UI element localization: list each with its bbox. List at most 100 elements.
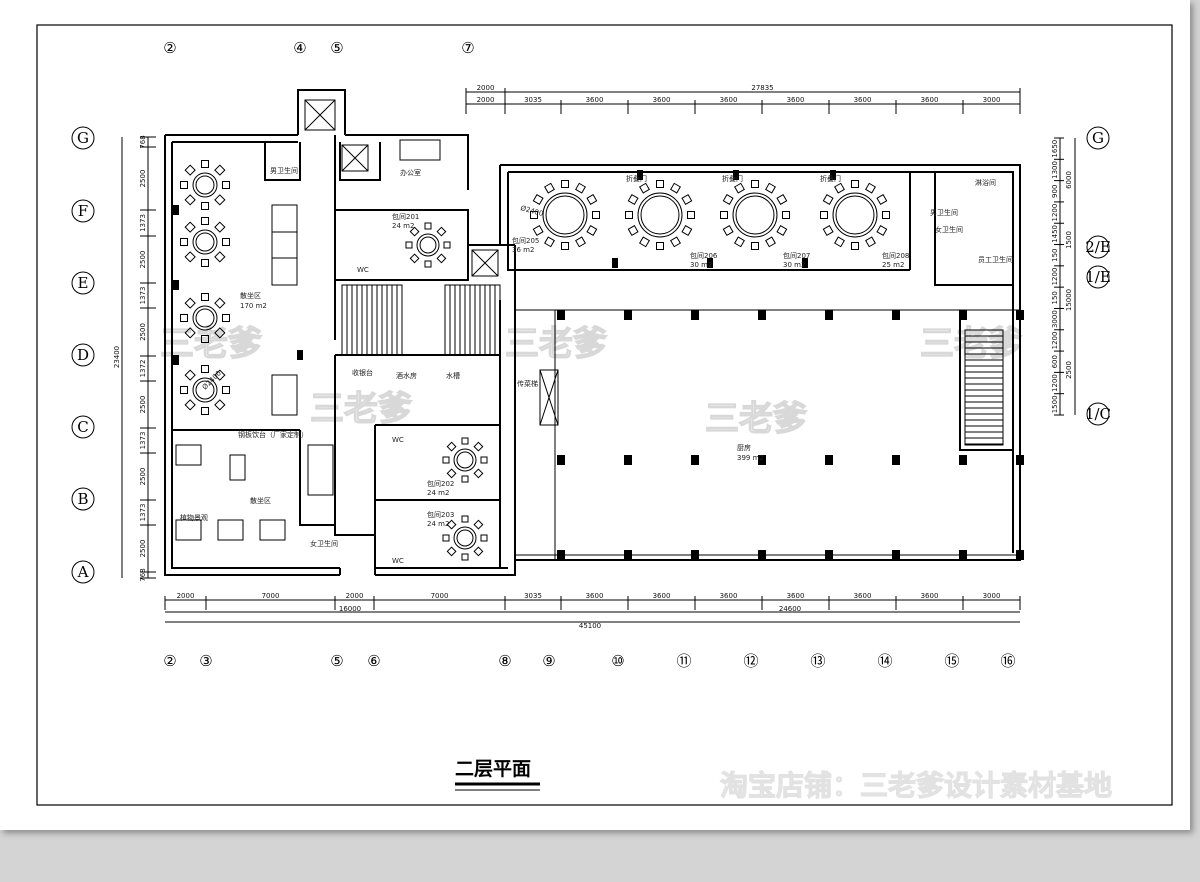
label-room203-area: 24 m2 [427, 520, 449, 528]
dimension-label: 2500 [139, 170, 147, 188]
dimension-label: 2500 [139, 396, 147, 414]
chair [442, 534, 450, 542]
label-mens-wc: 男卫生间 [270, 166, 298, 175]
chair [184, 297, 196, 309]
chair [473, 468, 484, 479]
chair [180, 386, 188, 394]
grid-bubble: ⑯ [1000, 652, 1015, 670]
grid-label: ③ [199, 652, 212, 670]
dimension-label: 1373 [139, 432, 147, 450]
chair [184, 327, 196, 339]
chair [214, 369, 226, 381]
grid-bubble: 2/E [1085, 235, 1111, 259]
dimension-label: 3600 [787, 96, 805, 104]
grid-bubble: F [71, 199, 95, 223]
dimension-label: 1200 [1051, 204, 1059, 222]
chair [776, 194, 788, 205]
grid-label: ④ [293, 39, 306, 57]
dimension-label: 1372 [139, 360, 147, 378]
label-seating-2: 散坐区 [250, 496, 271, 505]
label-wc: WC [357, 266, 369, 274]
staircase [964, 329, 1004, 446]
column [830, 170, 836, 180]
chair [473, 441, 484, 452]
label-cashier: 收银台 [352, 368, 373, 377]
dimension-label: 2500 [1065, 361, 1073, 379]
grid-bubble: ⑤ [330, 652, 343, 670]
label-room205: 包间205 [512, 236, 539, 245]
chair [473, 519, 484, 530]
round-table [180, 293, 230, 343]
chair [201, 202, 209, 210]
chair [834, 236, 845, 248]
dimension-label: 2500 [139, 468, 147, 486]
dimension-label: 150 [1051, 249, 1059, 262]
chair [834, 182, 845, 194]
column [825, 310, 833, 320]
label-room207: 包间207 [783, 251, 810, 260]
chair [461, 437, 469, 445]
chair [461, 515, 469, 523]
chair [473, 546, 484, 557]
label-bar: 酒水房 [396, 371, 417, 380]
chair [201, 407, 209, 415]
structural-columns [173, 170, 1024, 560]
watermark: 三老爹 [310, 389, 412, 429]
grid-bubble: 1/E [1085, 265, 1111, 289]
dimension-label: 2000 [346, 592, 364, 600]
column [612, 258, 618, 268]
column [959, 455, 967, 465]
label-seating-main: 散坐区 [240, 291, 261, 300]
chair [222, 386, 230, 394]
dimension-label: 1500 [1065, 231, 1073, 249]
dimension-label: 1200 [1051, 374, 1059, 392]
dimension-label: 3600 [720, 592, 738, 600]
chair [586, 194, 598, 205]
column [1016, 550, 1024, 560]
grid-bubble: A [71, 560, 95, 584]
dimension-label: 600 [1051, 355, 1059, 368]
dimension-label: 3000 [1051, 310, 1059, 328]
watermark: 三老爹 [705, 399, 807, 439]
chair [480, 456, 488, 464]
dimension-label: 1373 [139, 504, 147, 522]
grid-label: G [1092, 129, 1104, 147]
grid-label: ⑫ [743, 652, 758, 670]
watermark: 三老爹 [505, 324, 607, 364]
column [297, 350, 303, 360]
chair [532, 225, 544, 236]
label-room201: 包间201 [392, 212, 419, 221]
chair [561, 180, 569, 188]
chair [184, 221, 196, 233]
column [758, 550, 766, 560]
chair [782, 211, 790, 219]
label-plants: 植物景观 [180, 513, 208, 522]
chair [656, 242, 664, 250]
dumbwaiter-shaft [539, 369, 559, 426]
column [173, 280, 179, 290]
grid-label: A [77, 563, 89, 581]
grid-bubble: ⑬ [810, 652, 825, 670]
chair [865, 236, 876, 248]
chair [184, 251, 196, 263]
chair [201, 335, 209, 343]
grid-bubble: ⑦ [461, 39, 474, 57]
staircase [341, 284, 403, 356]
chair [639, 236, 650, 248]
dimension-label: 3600 [586, 96, 604, 104]
dimension-label: 3600 [854, 96, 872, 104]
label-shower: 淋浴间 [975, 178, 996, 187]
column [557, 550, 565, 560]
grid-bubble: ⑥ [367, 652, 380, 670]
grid-label: E [78, 274, 89, 292]
drawing-frame [36, 24, 1173, 806]
grid-label: ⑬ [810, 652, 825, 670]
label-folding-door: 折叠门 [820, 174, 841, 183]
drawing-title: 二层平面 [455, 758, 531, 780]
grid-label: 1/C [1085, 405, 1111, 423]
grid-bubble: ⑫ [743, 652, 758, 670]
label-kitchen-area: 399 m2 [737, 454, 764, 462]
label-wc: WC [392, 557, 404, 565]
grid-label: F [78, 202, 88, 220]
